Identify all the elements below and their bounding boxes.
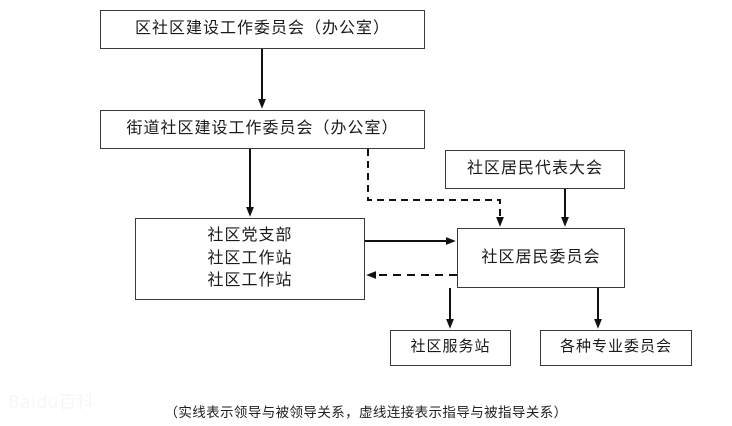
node-street-community-construction-committee[interactable]: 街道社区建设工作委员会（办公室） — [100, 110, 425, 149]
node-party-label-1: 社区党支部 — [207, 226, 293, 244]
node-party-label-2: 社区工作站 — [207, 249, 293, 267]
node-street-label-1: 街道社区建设工作委员会（办公室） — [126, 120, 399, 138]
node-district-community-construction-committee[interactable]: 区社区建设工作委员会（办公室） — [100, 10, 425, 49]
node-committees-label-1: 各种专业委员会 — [559, 339, 672, 356]
node-resident-representative-assembly[interactable]: 社区居民代表大会 — [445, 150, 625, 189]
diagram-caption: （实线表示领导与被领导关系，虚线连接表示指导与被指导关系） — [164, 405, 568, 420]
node-assembly-label-1: 社区居民代表大会 — [466, 160, 603, 178]
edge-street-to-residents-dashed — [367, 149, 504, 227]
node-various-specialized-committees[interactable]: 各种专业委员会 — [540, 330, 692, 366]
node-party-label-3: 社区工作站 — [207, 272, 293, 290]
node-community-residents-committee[interactable]: 社区居民委员会 — [457, 228, 625, 288]
node-district-label-1: 区社区建设工作委员会（办公室） — [134, 20, 390, 38]
node-service-label-1: 社区服务站 — [410, 339, 491, 356]
node-residents-label-1: 社区居民委员会 — [481, 248, 601, 266]
node-community-service-station[interactable]: 社区服务站 — [390, 330, 511, 366]
node-community-party-branch-and-workstations[interactable]: 社区党支部 社区工作站 社区工作站 — [135, 218, 365, 300]
